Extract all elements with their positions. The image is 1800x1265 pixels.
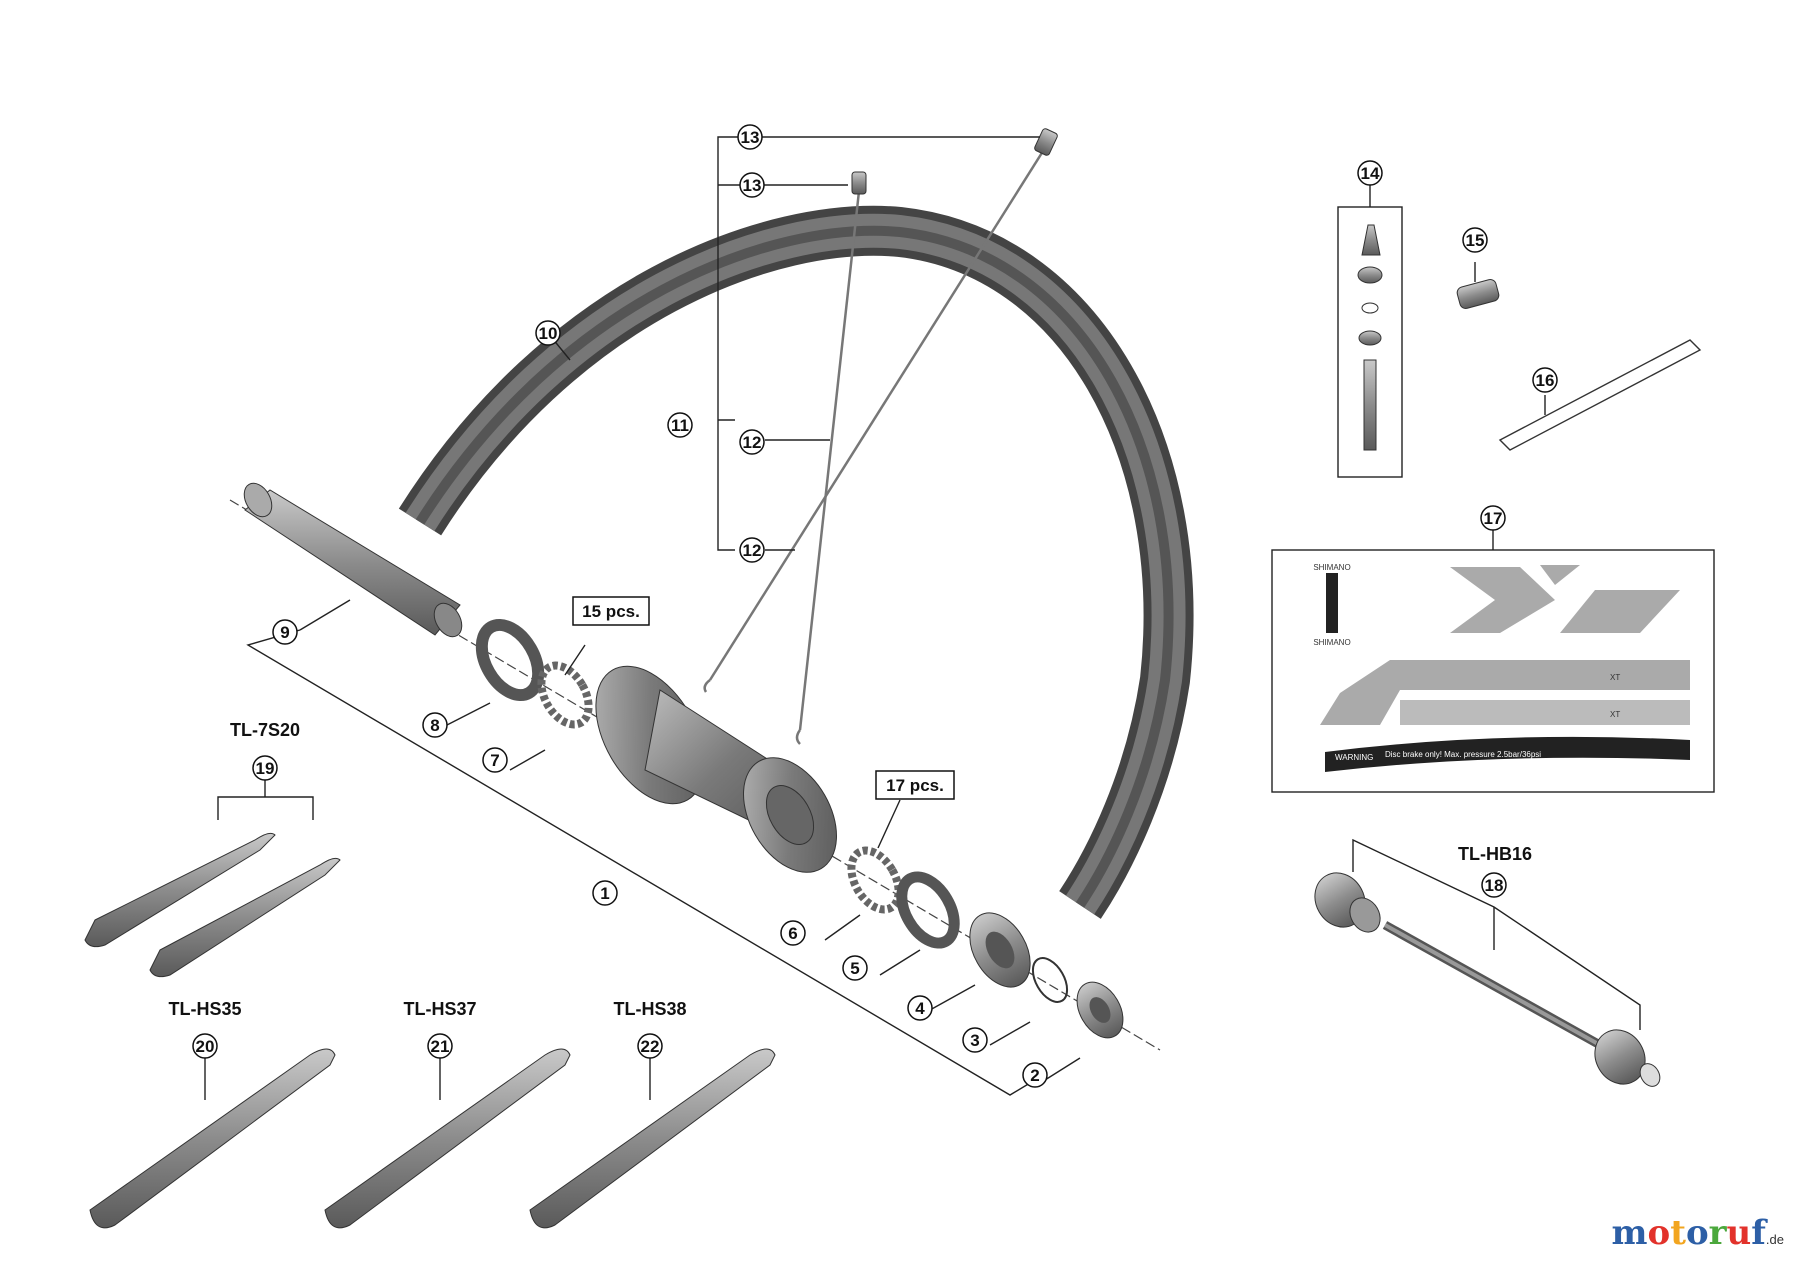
svg-text:13: 13	[743, 176, 762, 195]
callout-16: 16	[1532, 367, 1558, 393]
spoke-nipple-13-upper	[1034, 128, 1058, 156]
decal-brand-bottom: SHIMANO	[1313, 638, 1350, 647]
valve-nut	[1456, 262, 1500, 309]
tl-hs37-wrench	[324, 1048, 571, 1229]
svg-text:17 pcs.: 17 pcs.	[886, 776, 944, 795]
callout-6: 6	[780, 920, 806, 946]
svg-text:10: 10	[539, 324, 558, 343]
svg-text:4: 4	[915, 999, 925, 1018]
svg-text:11: 11	[671, 416, 689, 435]
callout-11: 11	[667, 412, 693, 438]
decal-warning: WARNING	[1335, 753, 1373, 762]
seal-ring-right	[896, 871, 960, 949]
tool-label-tl-7s20: TL-7S20	[230, 720, 300, 740]
watermark-letter: o	[1685, 1213, 1709, 1253]
tool-label-tl-hb16: TL-HB16	[1458, 844, 1532, 864]
callout-14: 14	[1357, 160, 1383, 186]
callout-8: 8	[422, 712, 448, 738]
decal-sheet: SHIMANO SHIMANO XT XT WARNING Disc brake…	[1271, 530, 1715, 793]
tool-label-tl-hs38: TL-HS38	[613, 999, 686, 1019]
svg-text:18: 18	[1485, 876, 1504, 895]
callout-21: 21	[427, 1033, 453, 1059]
svg-text:13: 13	[741, 128, 760, 147]
svg-text:7: 7	[490, 751, 499, 770]
quantity-box-right: 17 pcs.	[875, 770, 955, 800]
svg-text:16: 16	[1536, 371, 1555, 390]
callout-7: 7	[482, 747, 508, 773]
callout-12-lower: 12	[739, 537, 765, 563]
svg-text:9: 9	[280, 623, 289, 642]
svg-text:12: 12	[743, 433, 762, 452]
callout-9: 9	[272, 619, 298, 645]
svg-text:20: 20	[196, 1037, 215, 1056]
hub-body	[595, 665, 837, 873]
decal-brand-top: SHIMANO	[1313, 563, 1350, 572]
callout-17: 17	[1480, 505, 1506, 531]
tl-hs35-wrench	[89, 1048, 336, 1229]
decal-warning-detail: Disc brake only! Max. pressure 2.5bar/36…	[1385, 750, 1541, 759]
watermark-letter: r	[1708, 1213, 1727, 1253]
watermark-letter: t	[1670, 1213, 1686, 1253]
seal-ring-left	[475, 618, 545, 702]
svg-text:22: 22	[641, 1037, 660, 1056]
svg-text:17: 17	[1484, 509, 1503, 528]
callout-22: 22	[637, 1033, 663, 1059]
decal-model-a: XT	[1610, 673, 1620, 682]
callout-18: 18	[1481, 872, 1507, 898]
tool-label-tl-hs35: TL-HS35	[168, 999, 241, 1019]
callout-10: 10	[535, 320, 561, 346]
hub-axle	[229, 482, 1161, 1051]
svg-text:21: 21	[431, 1037, 450, 1056]
svg-text:15 pcs.: 15 pcs.	[582, 602, 640, 621]
watermark-letter: u	[1726, 1213, 1752, 1253]
leader-lines-hub	[246, 599, 1081, 1096]
cone-nut	[969, 912, 1031, 988]
svg-text:2: 2	[1030, 1066, 1039, 1085]
tl-hs38-wrench	[529, 1048, 776, 1229]
svg-text:8: 8	[430, 716, 439, 735]
callout-20: 20	[192, 1033, 218, 1059]
tl-7s20-wrenches	[84, 780, 341, 978]
callout-15: 15	[1462, 227, 1488, 253]
svg-text:6: 6	[788, 924, 797, 943]
callout-5: 5	[842, 955, 868, 981]
callout-13-upper: 13	[737, 124, 763, 150]
end-cap	[1076, 981, 1124, 1039]
watermark-logo: motoruf.de	[1612, 1213, 1784, 1253]
rim	[398, 205, 1194, 919]
rim-tape	[1498, 339, 1702, 451]
spokes	[703, 139, 1052, 745]
svg-text:12: 12	[743, 541, 762, 560]
tubeless-valve-group	[1337, 185, 1403, 478]
svg-text:1: 1	[600, 884, 609, 903]
svg-text:15: 15	[1466, 231, 1485, 250]
svg-text:14: 14	[1361, 164, 1380, 183]
spoke-nipple-13-lower	[851, 171, 867, 195]
tl-hb16-tool	[1314, 838, 1661, 1087]
callout-3: 3	[962, 1027, 988, 1053]
callout-19: 19	[252, 755, 278, 781]
watermark-letter: f	[1751, 1213, 1766, 1253]
watermark-letter: m	[1611, 1213, 1648, 1253]
callout-12-upper: 12	[739, 429, 765, 455]
bearing-balls-left	[537, 661, 593, 729]
callout-1: 1	[592, 880, 618, 906]
callout-2: 2	[1022, 1062, 1048, 1088]
callout-4: 4	[907, 995, 933, 1021]
callout-13-lower: 13	[739, 172, 765, 198]
o-ring	[1031, 957, 1069, 1003]
svg-text:3: 3	[970, 1031, 979, 1050]
watermark-suffix: .de	[1765, 1232, 1784, 1247]
svg-text:5: 5	[850, 959, 859, 978]
watermark-letter: o	[1647, 1213, 1671, 1253]
quantity-box-left: 15 pcs.	[572, 596, 650, 626]
tool-label-tl-hs37: TL-HS37	[403, 999, 476, 1019]
svg-text:19: 19	[256, 759, 275, 778]
decal-model-b: XT	[1610, 710, 1620, 719]
bearing-balls-right	[847, 846, 903, 914]
